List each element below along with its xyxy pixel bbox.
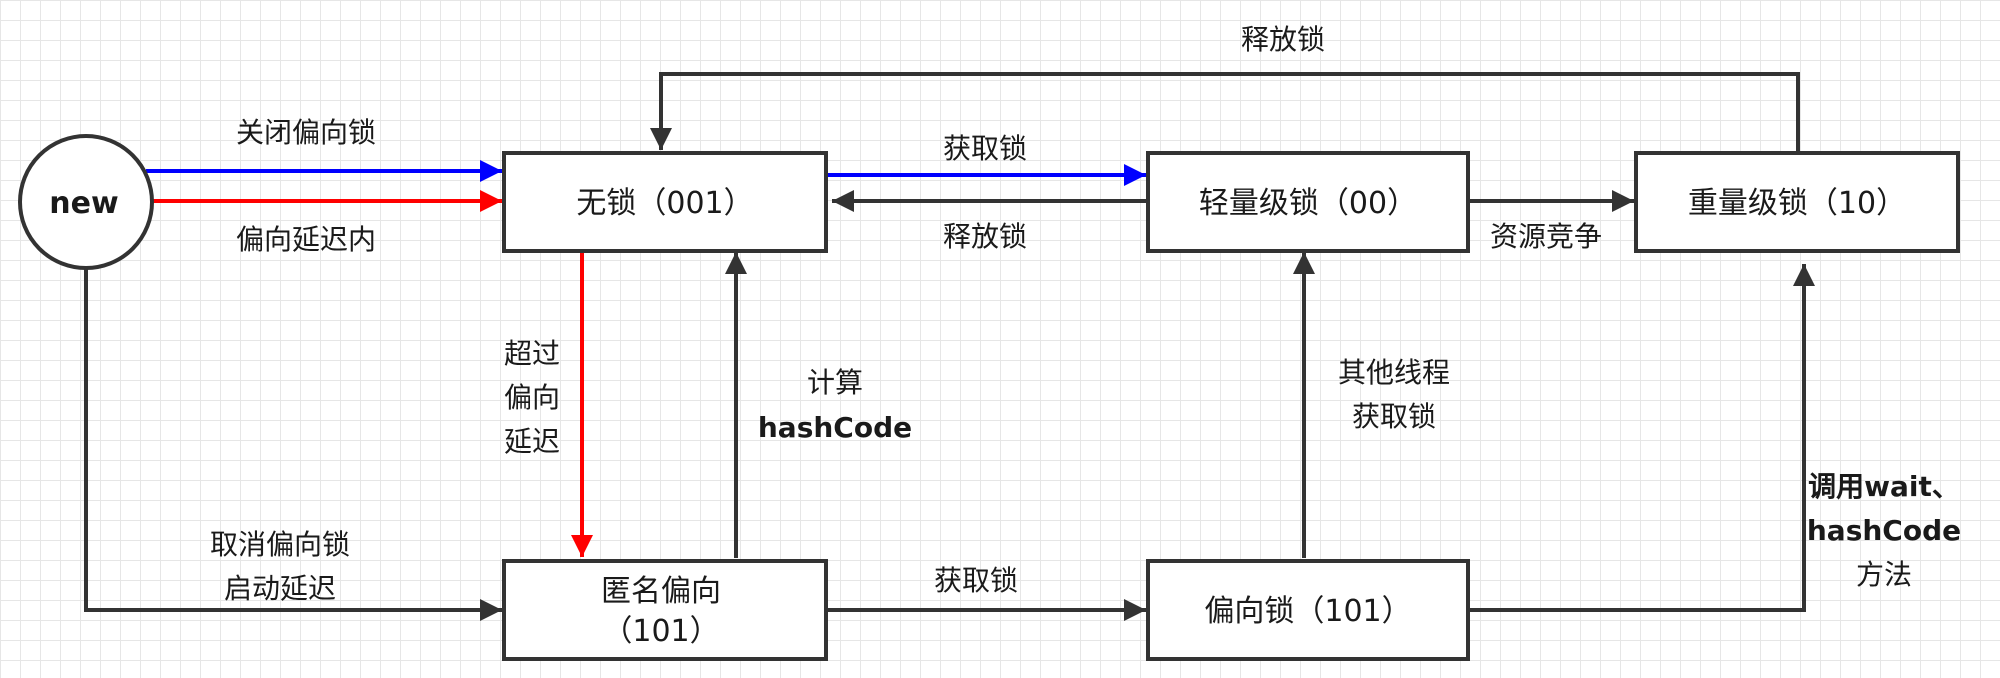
label-acquire-top: 获取锁 [943, 132, 1027, 165]
label-cancel-bias-2: 启动延迟 [224, 572, 336, 605]
label-cancel-bias-1: 取消偏向锁 [210, 528, 350, 561]
label-release-top: 释放锁 [1241, 23, 1325, 56]
node-new: new [18, 134, 154, 270]
label-compute-hash-2: hashCode [758, 411, 912, 444]
node-lightweight-lock-label: 轻量级锁（00） [1199, 186, 1417, 221]
label-other-thread-2: 获取锁 [1352, 400, 1436, 433]
node-anonymous-bias: 匿名偏向 （101） [502, 559, 828, 661]
node-biased-lock: 偏向锁（101） [1146, 559, 1470, 661]
node-no-lock-label: 无锁（001） [576, 186, 753, 221]
label-call-wait-2: hashCode [1807, 514, 1961, 547]
node-heavyweight-lock: 重量级锁（10） [1634, 151, 1960, 253]
node-anonymous-bias-line2: （101） [602, 614, 719, 649]
node-no-lock: 无锁（001） [502, 151, 828, 253]
label-exceed-delay-3: 延迟 [504, 425, 560, 458]
label-exceed-delay-2: 偏向 [504, 381, 560, 414]
label-other-thread-1: 其他线程 [1338, 356, 1450, 389]
edge-release-top [650, 72, 1800, 152]
label-release-mid: 释放锁 [943, 220, 1027, 253]
label-exceed-delay-1: 超过 [504, 337, 560, 370]
label-compute-hash-1: 计算 [807, 366, 863, 399]
label-acquire-bottom: 获取锁 [934, 564, 1018, 597]
edge-call-wait [1470, 264, 1815, 612]
node-lightweight-lock: 轻量级锁（00） [1146, 151, 1470, 253]
edge-cancel-bias [84, 268, 502, 621]
node-new-label: new [49, 186, 118, 221]
node-heavyweight-lock-label: 重量级锁（10） [1688, 186, 1906, 221]
node-biased-lock-label: 偏向锁（101） [1204, 594, 1411, 629]
node-anonymous-bias-line1: 匿名偏向 [601, 574, 721, 609]
label-within-bias-delay: 偏向延迟内 [236, 223, 376, 256]
label-contention: 资源竞争 [1490, 220, 1602, 253]
label-call-wait-1: 调用wait、 [1808, 470, 1960, 503]
label-close-bias: 关闭偏向锁 [236, 116, 376, 149]
label-call-wait-3: 方法 [1856, 558, 1912, 591]
